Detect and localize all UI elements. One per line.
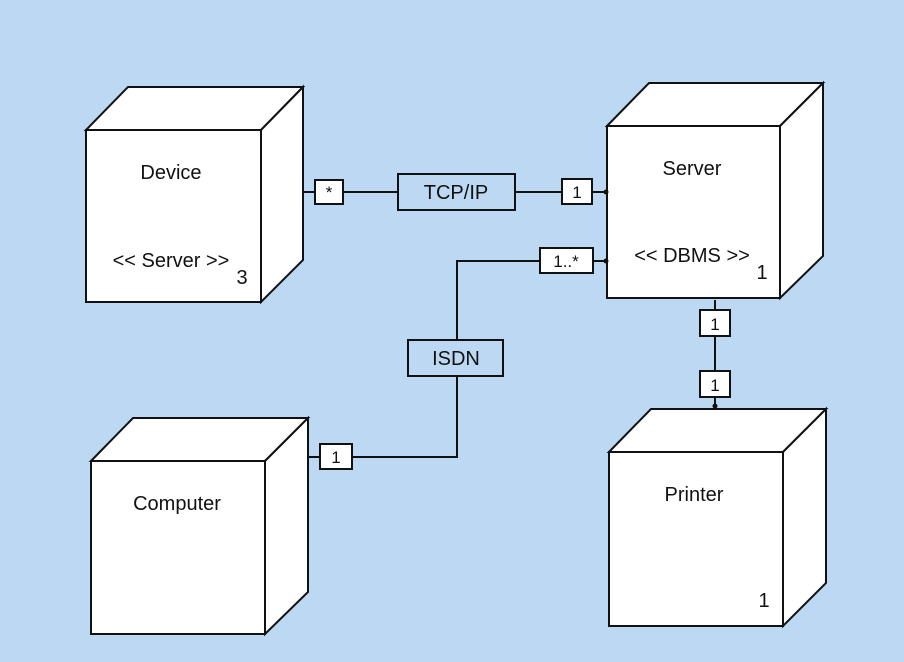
svg-text:1: 1 [331, 448, 340, 467]
node-computer[interactable]: Computer [88, 415, 311, 637]
link-label-tcpip: TCP/IP [397, 173, 516, 211]
link-label-isdn: ISDN [407, 339, 504, 377]
node-printer-count: 1 [758, 590, 769, 612]
node-server-stereotype: << DBMS >> [634, 245, 750, 267]
node-device-stereotype: << Server >> [113, 250, 230, 272]
svg-text:TCP/IP: TCP/IP [424, 182, 488, 204]
connection-anchors [603, 189, 718, 409]
svg-text:1: 1 [572, 183, 581, 202]
svg-text:*: * [326, 183, 333, 202]
node-device[interactable]: Device << Server >> 3 [83, 84, 306, 305]
multiplicity-computer-isdn: 1 [319, 443, 353, 470]
svg-text:ISDN: ISDN [432, 348, 480, 370]
svg-text:1..*: 1..* [553, 252, 579, 271]
node-device-count: 3 [236, 267, 247, 289]
node-server-count: 1 [756, 262, 767, 284]
multiplicity-server-printer: 1 [699, 309, 731, 337]
node-device-name: Device [140, 162, 201, 184]
svg-text:1: 1 [710, 376, 719, 395]
node-printer-name: Printer [665, 484, 724, 506]
node-server-name: Server [663, 158, 722, 180]
multiplicity-printer-server: 1 [699, 370, 731, 398]
node-computer-name: Computer [133, 493, 221, 515]
node-server[interactable]: Server << DBMS >> 1 [604, 80, 826, 301]
multiplicity-server-isdn: 1..* [539, 247, 594, 274]
multiplicity-server-tcpip: 1 [561, 178, 593, 205]
multiplicity-device-tcpip: * [314, 179, 344, 205]
svg-text:1: 1 [710, 315, 719, 334]
node-printer[interactable]: Printer 1 [606, 406, 829, 629]
